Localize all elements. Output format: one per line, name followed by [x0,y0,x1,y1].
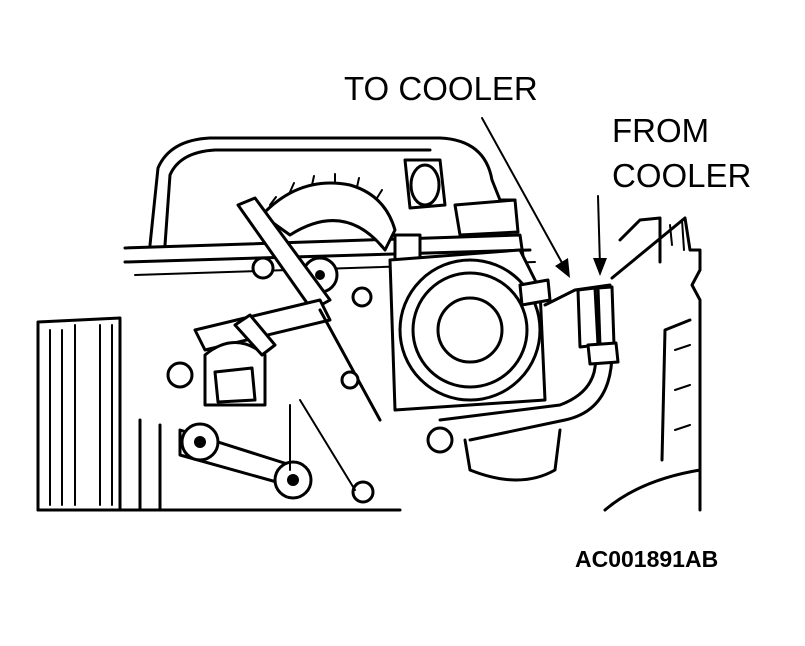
engine-block-right [603,216,702,512]
from-cooler-label-line1: FROM [612,112,710,149]
oil-filter [388,248,552,412]
from-cooler-arrow [593,195,607,276]
from-cooler-label-line2: COOLER [612,157,752,194]
top-fitting [403,158,520,237]
to-cooler-label: TO COOLER [344,70,538,107]
figure-code: AC001891AB [575,546,719,572]
lower-linkage [138,399,356,512]
linkage-arm [193,196,382,422]
to-cooler-arrow [481,117,570,278]
center-sensor [203,313,277,407]
engine-block-left [36,316,402,512]
cooler-hoses [438,283,620,482]
